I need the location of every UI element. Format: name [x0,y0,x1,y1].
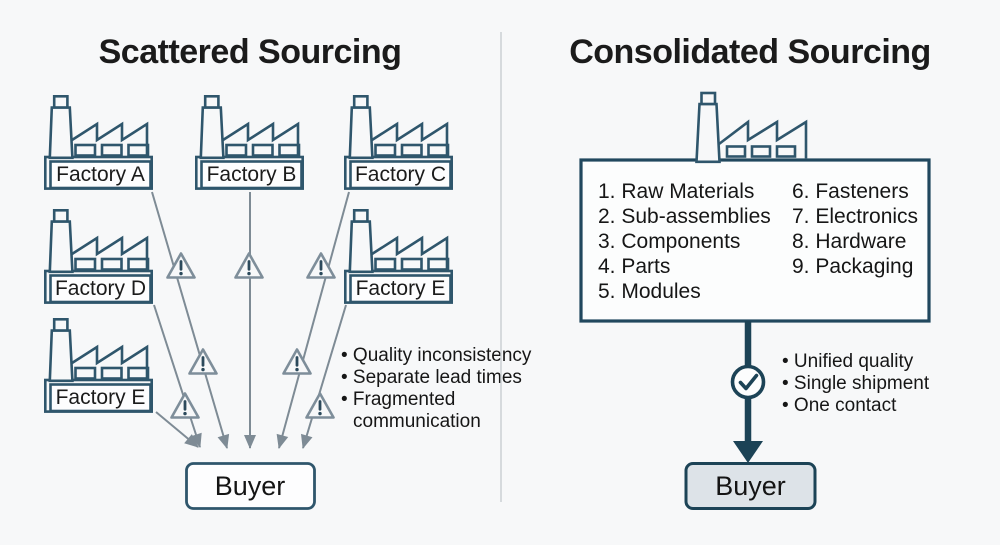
scattered-buyer-label: Buyer [215,471,286,501]
consolidated-benefits-list: • Unified quality • Single shipment • On… [782,351,930,416]
material-item: 9. Packaging [792,255,913,278]
consolidated-buyer-box: Buyer [684,462,817,510]
materials-box [579,158,931,323]
benefit-item: • Unified quality [782,351,914,372]
material-item: 3. Components [598,230,740,253]
factory-c-label: Factory C [355,163,446,186]
factory-e-right: Factory E [343,209,454,304]
factory-e-bottom: Factory E [43,317,154,413]
factory-d-label: Factory D [55,277,146,300]
material-item: 6. Fasteners [792,180,909,203]
scattered-buyer-box: Buyer [185,462,316,510]
consolidated-title: Consolidated Sourcing [569,33,931,71]
issue-item: • Separate lead times [341,367,522,388]
issue-item-wrap: communication [353,411,481,432]
benefit-item: • One contact [782,395,897,416]
flow-line-factory-e2 [300,304,347,449]
check-mark-icon [738,373,759,391]
issue-item: • Fragmented [341,389,455,410]
factory-d: Factory D [43,209,154,304]
material-item: 4. Parts [598,255,670,278]
material-item: 8. Hardware [792,230,906,253]
factory-c: Factory C [343,95,454,190]
flow-line-factory-d [153,304,202,448]
factory-e-bottom-label: Factory E [56,386,146,409]
consolidated-sourcing-panel: Consolidated Sourcing 1. Raw Materials 2… [569,33,931,510]
warning-icon [305,392,335,419]
material-item: 5. Modules [598,280,701,303]
material-item: 1. Raw Materials [598,180,754,203]
consolidated-factory-icon [695,91,808,164]
arrow-head-down [733,441,763,463]
materials-list-col1: 1. Raw Materials 2. Sub-assemblies 3. Co… [598,180,771,303]
benefit-item: • Single shipment [782,373,930,394]
warning-icon [188,348,218,375]
factory-e-right-label: Factory E [356,277,446,300]
factory-b-label: Factory B [207,163,297,186]
factory-a-label: Factory A [56,163,145,186]
flow-line-factory-a [151,191,230,449]
warning-icon [282,348,312,375]
scattered-issues-list: • Quality inconsistency • Separate lead … [341,345,532,432]
scattered-title: Scattered Sourcing [99,33,402,71]
scattered-flow-lines [151,191,350,449]
consolidated-buyer-label: Buyer [715,471,786,501]
material-item: 7. Electronics [792,205,918,228]
consolidated-flow-arrow [730,321,766,463]
flow-line-factory-e3 [155,411,199,448]
factory-b: Factory B [195,95,305,190]
check-circle-icon [730,364,766,400]
factory-a: Factory A [43,95,154,190]
warning-icon [170,392,200,419]
flow-line-factory-c [276,191,350,449]
material-item: 2. Sub-assemblies [598,205,771,228]
materials-list-col2: 6. Fasteners 7. Electronics 8. Hardware … [792,180,918,278]
issue-item: • Quality inconsistency [341,345,532,366]
warning-icon [234,252,264,279]
scattered-sourcing-panel: Scattered Sourcing Factory A F [43,33,532,510]
